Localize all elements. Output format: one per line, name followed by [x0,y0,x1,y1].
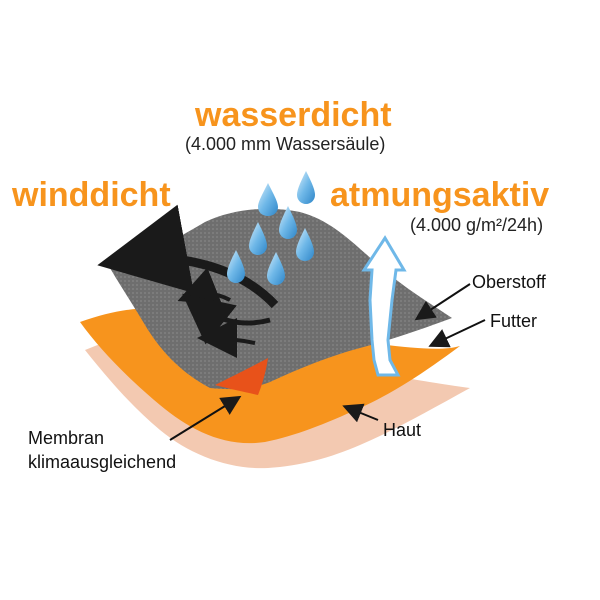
heading-windproof: winddicht [12,176,171,214]
waterproof-detail: (4.000 mm Wassersäule) [185,134,386,154]
label-membrane-line1: Membran [28,428,105,448]
wind-arrow-large [97,204,279,309]
membrane-layer [215,358,268,395]
label-membrane-line2: klimaausgleichend [28,452,177,472]
label-skin: Haut [383,420,422,440]
wind-arrow-small-3 [197,318,256,359]
heading-breathable: atmungsaktiv [330,176,550,214]
label-lining: Futter [490,311,538,331]
breathable-arrow [361,235,407,377]
water-drops [227,171,315,285]
pointer-membrane [169,395,242,441]
pointer-lining [428,319,486,348]
pointer-outer [414,283,471,321]
heading-waterproof: wasserdicht [195,96,392,134]
label-outer-fabric: Oberstoff [472,272,546,292]
breathable-detail: (4.000 g/m²/24h) [410,215,544,235]
pointer-skin [342,403,379,423]
